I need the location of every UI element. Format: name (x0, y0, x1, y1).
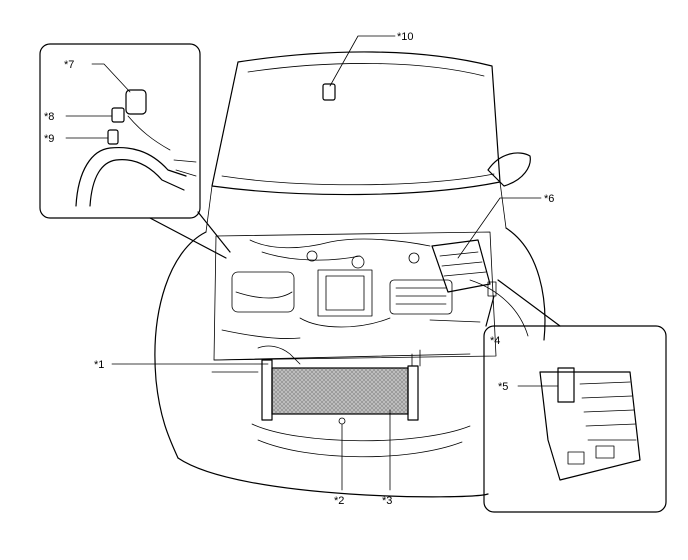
callout-label-6: *6 (544, 193, 554, 205)
callout-label-1: *1 (94, 359, 104, 371)
callout-label-7: *7 (64, 59, 74, 71)
inset-relay-detail (483, 279, 667, 513)
callout-label-8: *8 (44, 111, 54, 123)
callout-label-9: *9 (44, 133, 54, 145)
engine-bay (213, 231, 497, 361)
vehicle-body (154, 51, 546, 498)
callout-label-4: *4 (490, 335, 500, 347)
callout-label-5: *5 (498, 381, 508, 393)
engine-room-relay-block (431, 239, 497, 297)
callout-labels: *7 *8 *9 *10 *6 *1 *4 *5 *2 *3 (44, 31, 554, 507)
callout-label-10: *10 (397, 31, 414, 43)
leader-lines (65, 35, 559, 491)
windshield-sensor (322, 83, 336, 101)
condenser (257, 345, 421, 425)
callout-label-2: *2 (334, 495, 344, 507)
inset-service-valve-detail (39, 43, 231, 259)
callout-label-3: *3 (382, 495, 392, 507)
